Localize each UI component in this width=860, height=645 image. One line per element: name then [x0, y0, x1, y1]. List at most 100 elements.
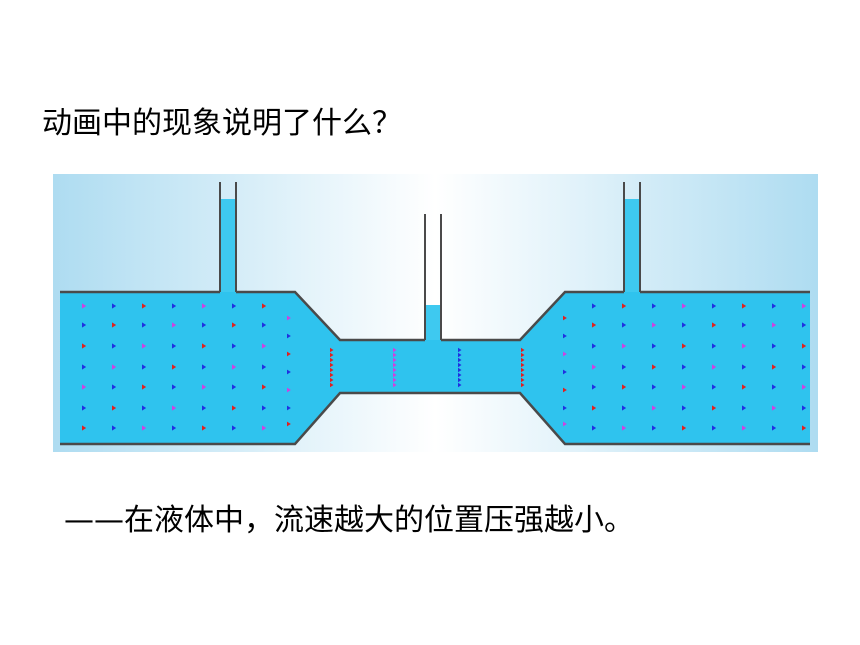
- flow-arrow-icon: [393, 372, 397, 378]
- flow-arrow-icon: [652, 364, 657, 370]
- flow-arrow-icon: [393, 362, 397, 368]
- flow-arrow-icon: [262, 322, 267, 328]
- flow-arrow-icon: [232, 343, 237, 349]
- flow-arrow-icon: [232, 364, 237, 370]
- flow-arrow-icon: [82, 303, 87, 309]
- flow-arrow-icon: [772, 322, 777, 328]
- flow-arrow-icon: [682, 384, 687, 390]
- flow-arrow-icon: [112, 343, 117, 349]
- flow-arrow-icon: [652, 425, 657, 431]
- pipe-wall-bottom: [60, 391, 810, 446]
- flow-arrow-icon: [330, 382, 334, 388]
- flow-arrow-icon: [82, 384, 87, 390]
- flow-arrow-icon: [112, 405, 117, 411]
- flow-arrow-icon: [202, 303, 207, 309]
- flow-arrow-icon: [232, 322, 237, 328]
- flow-arrow-icon: [330, 377, 334, 383]
- flow-arrow-icon: [742, 322, 747, 328]
- flow-arrow-icon: [82, 405, 87, 411]
- flow-arrow-icon: [172, 425, 177, 431]
- flow-arrow-icon: [142, 303, 147, 309]
- flow-arrow-icon: [202, 322, 207, 328]
- flow-arrow-icon: [458, 367, 462, 373]
- flow-arrow-icon: [393, 347, 397, 353]
- flow-arrow-icon: [772, 405, 777, 411]
- flow-arrow-icon: [262, 425, 267, 431]
- flow-arrow-icon: [112, 303, 117, 309]
- flow-arrow-icon: [172, 303, 177, 309]
- flow-arrow-icon: [712, 425, 717, 431]
- flow-arrow-icon: [82, 343, 87, 349]
- question-text: 动画中的现象说明了什么？: [42, 106, 402, 141]
- flow-arrow-icon: [458, 357, 462, 363]
- flow-arrow-icon: [622, 322, 627, 328]
- flow-arrow-icon: [802, 405, 807, 411]
- flow-arrow-icon: [172, 343, 177, 349]
- left-standpipe-water: [221, 199, 235, 292]
- flow-arrow-icon: [563, 333, 567, 339]
- flow-arrow-icon: [393, 357, 397, 363]
- flow-arrow-icon: [330, 357, 334, 363]
- flow-arrow-icon: [458, 372, 462, 378]
- flow-arrow-icon: [652, 405, 657, 411]
- flow-arrow-icon: [772, 343, 777, 349]
- flow-arrow-icon: [232, 303, 237, 309]
- flow-arrow-icon: [652, 384, 657, 390]
- flow-arrow-icon: [563, 387, 567, 393]
- flow-arrow-icon: [802, 343, 807, 349]
- flow-arrow-icon: [772, 364, 777, 370]
- flow-arrow-icon: [262, 343, 267, 349]
- flow-arrow-icon: [742, 405, 747, 411]
- flow-arrow-icon: [682, 343, 687, 349]
- flow-arrow-icon: [563, 421, 567, 427]
- flow-arrow-icon: [521, 367, 525, 373]
- flow-arrow-icon: [202, 425, 207, 431]
- flow-arrow-icon: [112, 322, 117, 328]
- flow-arrow-icon: [112, 384, 117, 390]
- flow-arrow-icon: [142, 425, 147, 431]
- flow-arrow-icon: [330, 347, 334, 353]
- flow-arrow-icon: [592, 343, 597, 349]
- flow-arrow-icon: [742, 303, 747, 309]
- flow-arrow-icon: [172, 322, 177, 328]
- middle-standpipe: [424, 214, 442, 340]
- flow-arrow-icon: [592, 425, 597, 431]
- flow-arrow-icon: [262, 384, 267, 390]
- flow-arrow-icon: [287, 369, 291, 375]
- flow-arrow-icon: [142, 405, 147, 411]
- flow-arrow-icon: [521, 372, 525, 378]
- flow-arrow-icon: [592, 303, 597, 309]
- flow-arrow-icon: [82, 322, 87, 328]
- flow-arrow-icon: [592, 364, 597, 370]
- flow-arrow-icon: [202, 343, 207, 349]
- flow-arrow-icon: [142, 343, 147, 349]
- flow-arrow-icon: [742, 425, 747, 431]
- flow-arrow-icon: [232, 405, 237, 411]
- flow-arrow-icon: [682, 364, 687, 370]
- right-standpipe: [623, 182, 641, 292]
- flow-arrow-icon: [622, 384, 627, 390]
- flow-arrow-icon: [112, 425, 117, 431]
- flow-arrow-icon: [682, 322, 687, 328]
- flow-arrow-icon: [802, 322, 807, 328]
- flow-arrow-icon: [712, 384, 717, 390]
- right-standpipe-water: [625, 199, 639, 292]
- flow-arrow-icon: [592, 322, 597, 328]
- flow-arrow-icon: [563, 405, 567, 411]
- flow-arrow-icon: [622, 425, 627, 431]
- flow-arrow-icon: [652, 343, 657, 349]
- answer-text: ——在液体中，流速越大的位置压强越小。: [64, 503, 634, 538]
- flow-arrow-icon: [262, 364, 267, 370]
- flow-arrow-icon: [802, 364, 807, 370]
- flow-arrow-icon: [772, 384, 777, 390]
- flow-arrow-icon: [232, 425, 237, 431]
- flow-arrow-icon: [652, 303, 657, 309]
- flow-arrow-icon: [622, 303, 627, 309]
- flow-arrow-icon: [262, 303, 267, 309]
- pipe-wall-top: [60, 290, 810, 342]
- flow-arrow-icon: [712, 364, 717, 370]
- flow-arrow-icon: [682, 405, 687, 411]
- flow-arrow-icon: [142, 364, 147, 370]
- flow-arrow-icon: [563, 369, 567, 375]
- flow-arrow-icon: [712, 405, 717, 411]
